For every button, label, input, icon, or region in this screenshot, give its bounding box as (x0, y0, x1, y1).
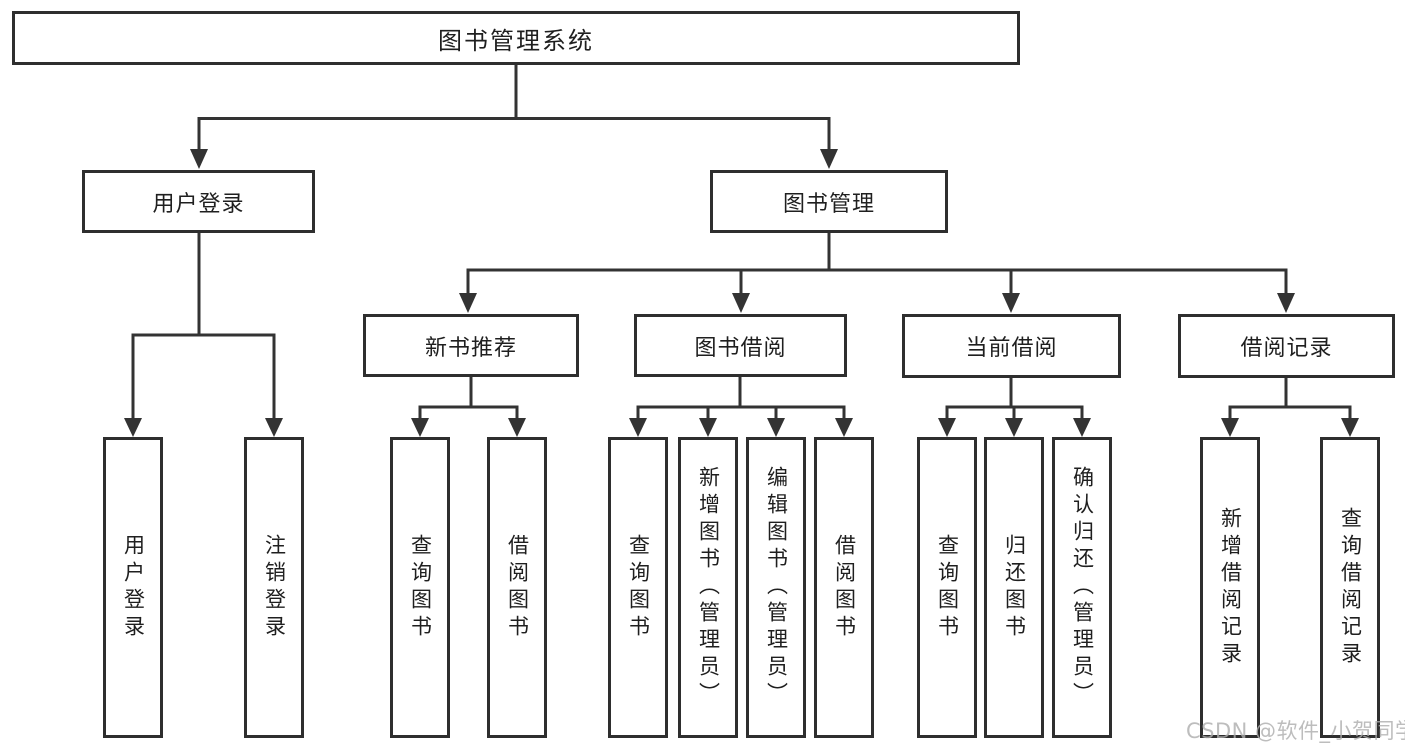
node-new-book-recommendation: 新书推荐 (363, 314, 579, 377)
node-book-borrowing: 图书借阅 (634, 314, 847, 377)
leaf-search-books-current: 查询图书 (917, 437, 977, 738)
node-label: 新增借阅记录 (1218, 506, 1243, 669)
leaf-search-books-recommend: 查询图书 (390, 437, 450, 738)
node-label: 图书借阅 (694, 335, 787, 361)
arrowhead-icons (124, 149, 1359, 437)
node-borrowing-records: 借阅记录 (1178, 314, 1395, 378)
leaf-return-books: 归还图书 (984, 437, 1044, 738)
node-label: 借阅图书 (505, 533, 530, 642)
node-label: 图书管理系统 (438, 26, 594, 55)
node-label: 图书管理 (782, 191, 875, 217)
node-label: 当前借阅 (965, 336, 1058, 361)
node-label: 新书推荐 (424, 335, 517, 361)
leaf-search-books-borrowing: 查询图书 (608, 437, 668, 738)
leaf-user-login: 用户登录 (103, 437, 163, 738)
leaf-borrow-books-recommend: 借阅图书 (487, 437, 547, 738)
node-label: 查询图书 (935, 533, 960, 642)
leaf-search-borrow-record: 查询借阅记录 (1320, 437, 1380, 738)
leaf-borrow-books-borrowing: 借阅图书 (814, 437, 874, 738)
node-label: 借阅记录 (1240, 336, 1333, 361)
node-label: 查询借阅记录 (1338, 506, 1363, 669)
node-label: 注销登录 (262, 533, 287, 642)
node-label: 借阅图书 (832, 533, 857, 642)
node-user-login: 用户登录 (82, 170, 315, 233)
node-book-management: 图书管理 (710, 170, 948, 233)
leaf-confirm-return-admin: 确认归还（管理员） (1052, 437, 1112, 738)
leaf-edit-books-admin: 编辑图书（管理员） (746, 437, 806, 738)
leaf-logout: 注销登录 (244, 437, 304, 738)
watermark: CSDN @软件_小贺同学 (1186, 719, 1405, 743)
connector-segments (131, 64, 1352, 420)
node-label: 新增图书（管理员） (696, 466, 721, 709)
node-label: 用户登录 (121, 533, 146, 642)
leaf-add-borrow-record: 新增借阅记录 (1200, 437, 1260, 738)
node-library-management-system: 图书管理系统 (12, 11, 1020, 65)
node-label: 确认归还（管理员） (1070, 466, 1095, 709)
node-label: 编辑图书（管理员） (764, 466, 789, 709)
leaf-add-books-admin: 新增图书（管理员） (678, 437, 738, 738)
node-label: 归还图书 (1002, 533, 1027, 642)
node-label: 用户登录 (152, 191, 245, 217)
node-current-borrowing: 当前借阅 (902, 314, 1121, 378)
node-label: 查询图书 (408, 533, 433, 642)
node-label: 查询图书 (626, 533, 651, 642)
